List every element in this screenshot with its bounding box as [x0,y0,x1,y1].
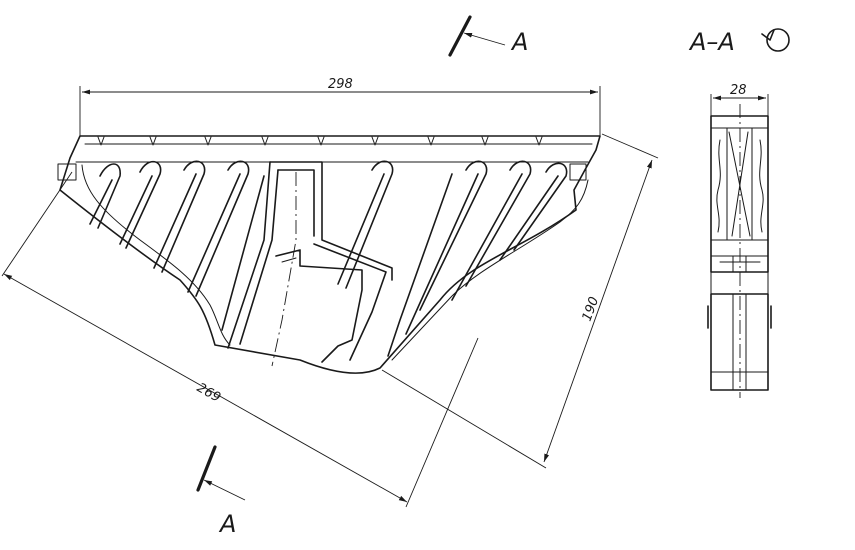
section-label-top: A [510,28,528,56]
section-marker-bottom: A [196,445,246,538]
dimension-190-label: 190 [580,295,603,323]
dimension-diagonal: 190 [381,133,659,469]
dimension-298-label: 298 [328,77,353,92]
ribs-right [337,160,568,357]
section-title: A–A [688,28,735,56]
dimension-width-top: 298 [79,77,601,136]
dimension-269-label: 269 [194,380,223,405]
central-channel [227,161,393,367]
rotated-view-icon [761,28,790,52]
dimension-28-label: 28 [730,83,747,98]
dimension-thickness: 28 [710,83,769,118]
section-view-aa: A–A 28 [688,28,790,398]
main-view [57,135,601,374]
dimension-long-edge: 269 [1,171,479,508]
section-marker-top: A [448,15,528,57]
section-label-bottom: A [218,510,236,538]
ribs-left [89,160,265,331]
